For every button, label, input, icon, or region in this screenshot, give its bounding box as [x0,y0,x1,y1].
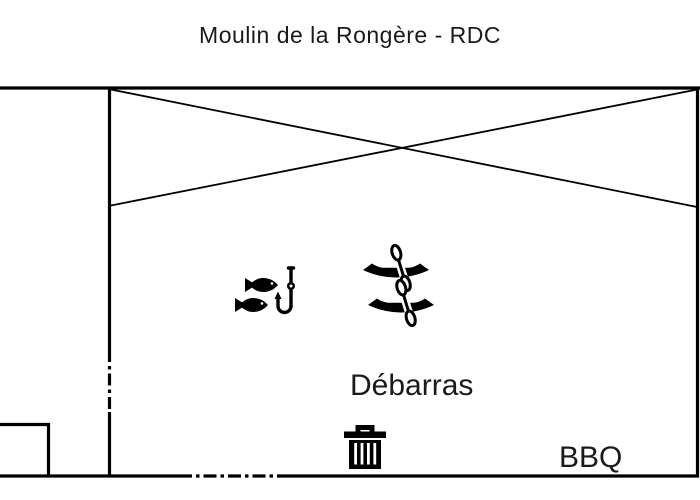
fishing-icon [235,266,296,315]
kayak-2 [368,278,434,328]
cross-brace-diagonal-up [110,88,698,207]
fish-hook [276,266,296,315]
page-title: Moulin de la Rongère - RDC [199,22,501,48]
annex-box [0,422,51,476]
bbq-label: BBQ [559,441,623,474]
kayak-icon [363,243,434,328]
room-label-debarras: Débarras [350,369,474,402]
trash-bin-icon [344,425,386,469]
kayak-1 [363,243,429,293]
